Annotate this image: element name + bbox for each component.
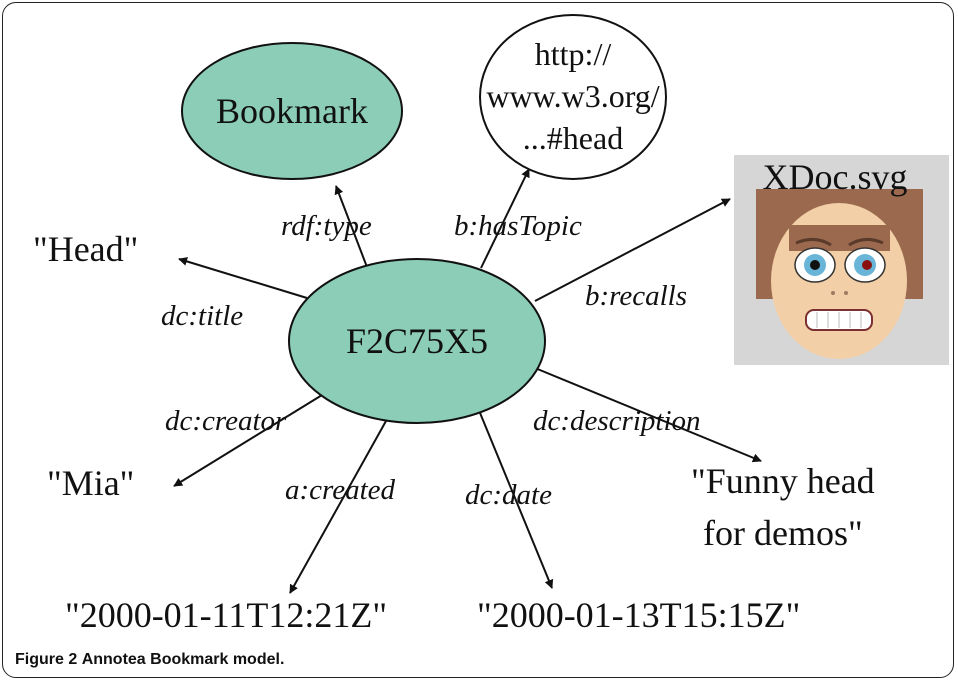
- edge-line-title: [178, 257, 308, 299]
- literal-description-line-2: for demos": [703, 513, 863, 553]
- center-node-label: F2C75X5: [346, 321, 488, 361]
- edge-line-creator: [173, 383, 341, 487]
- caption-label: Figure 2: [15, 651, 78, 668]
- edge-line-description: [534, 367, 762, 463]
- literal-title: "Head": [33, 229, 138, 269]
- topic-node: [479, 14, 667, 180]
- edge-label-creator: dc:creator: [165, 405, 287, 437]
- edge-label-created: a:created: [285, 474, 396, 506]
- edge-label-title: dc:title: [161, 300, 243, 332]
- caption-text: Annotea Bookmark model.: [81, 651, 285, 668]
- literal-created: "2000-01-11T12:21Z": [65, 595, 387, 635]
- literal-description-line-1: "Funny head: [691, 461, 875, 501]
- edge-line-date: [477, 407, 554, 589]
- image-node-label: XDoc.svg: [763, 157, 908, 197]
- edge-label-recalls: b:recalls: [585, 280, 687, 312]
- edge-line-topic: [480, 168, 530, 269]
- type-node-label: Bookmark: [216, 91, 368, 131]
- type-node: [181, 42, 403, 180]
- rdf-graph-diagram: F2C75X5 Bookmark http:// www.w3.org/ ...…: [33, 14, 949, 635]
- edge-label-type: rdf:type: [281, 210, 372, 242]
- topic-node-line-1: http://: [535, 36, 612, 72]
- topic-node-line-3: ...#head: [523, 120, 623, 156]
- literal-date: "2000-01-13T15:15Z": [477, 595, 800, 635]
- topic-node-line-2: www.w3.org/: [486, 78, 659, 114]
- center-node: [288, 258, 546, 424]
- xdoc-face-image: [734, 155, 949, 365]
- figure-caption: Figure 2 Annotea Bookmark model.: [15, 651, 284, 669]
- edge-line-recalls: [534, 198, 731, 302]
- edge-label-description: dc:description: [533, 405, 701, 437]
- literal-creator: "Mia": [47, 463, 134, 503]
- edge-line-created: [289, 420, 387, 594]
- edge-label-topic: b:hasTopic: [454, 210, 582, 242]
- edge-label-date: dc:date: [465, 479, 552, 511]
